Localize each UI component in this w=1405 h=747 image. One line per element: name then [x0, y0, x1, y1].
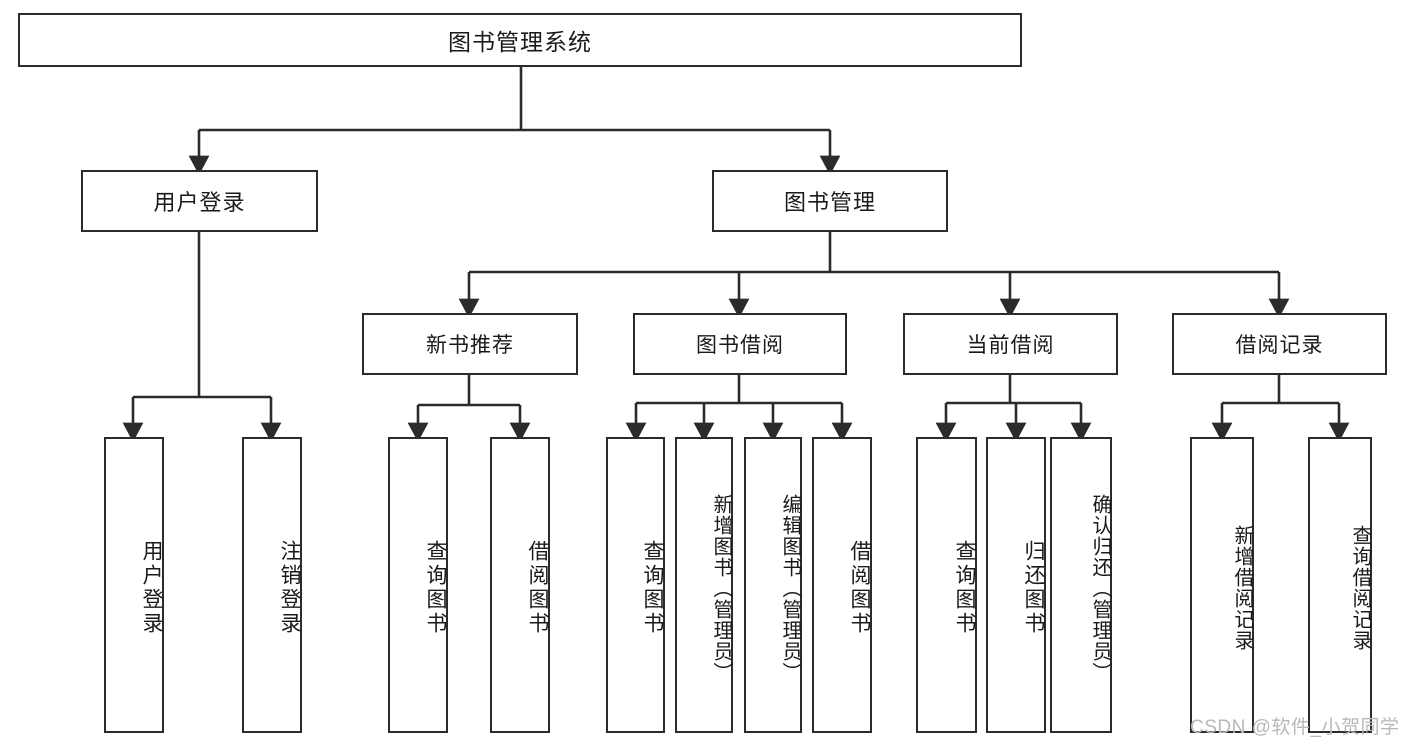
leaf-logout-login[interactable]: 注销登录	[242, 437, 302, 733]
leaf-user-login[interactable]: 用户登录	[104, 437, 164, 733]
leaf-query-book-borrow[interactable]: 查询图书	[606, 437, 665, 733]
leaf-add-borrow-record[interactable]: 新增借阅记录	[1190, 437, 1254, 733]
leaf-edit-book-admin[interactable]: 编辑图书（管理员）	[744, 437, 802, 733]
node-book-management[interactable]: 图书管理	[712, 170, 948, 232]
node-label: 借阅记录	[1235, 334, 1324, 357]
node-label: 图书管理系统	[448, 29, 592, 55]
leaf-query-borrow-record[interactable]: 查询借阅记录	[1308, 437, 1372, 733]
node-label: 编辑图书（管理员）	[779, 493, 801, 683]
node-label: 用户登录	[153, 190, 246, 215]
node-user-login[interactable]: 用户登录	[81, 170, 318, 232]
node-current-borrow[interactable]: 当前借阅	[903, 313, 1118, 375]
csdn-watermark: CSDN @软件_小贺同学	[1190, 717, 1400, 738]
node-book-borrow[interactable]: 图书借阅	[633, 313, 847, 375]
node-label: 查询图书	[641, 540, 664, 636]
node-label: 查询图书	[953, 540, 976, 636]
leaf-return-book[interactable]: 归还图书	[986, 437, 1046, 733]
leaf-confirm-return-admin[interactable]: 确认归还（管理员）	[1050, 437, 1112, 733]
node-label: 查询图书	[424, 540, 447, 636]
node-label: 用户登录	[140, 540, 163, 636]
leaf-borrow-book-recommend[interactable]: 借阅图书	[490, 437, 550, 733]
node-label: 当前借阅	[966, 334, 1055, 357]
node-label: 图书管理	[783, 190, 876, 215]
node-label: 归还图书	[1022, 540, 1045, 636]
leaf-query-book-recommend[interactable]: 查询图书	[388, 437, 448, 733]
leaf-borrow-book[interactable]: 借阅图书	[812, 437, 872, 733]
leaf-add-book-admin[interactable]: 新增图书（管理员）	[675, 437, 733, 733]
node-borrow-record[interactable]: 借阅记录	[1172, 313, 1387, 375]
node-label: 确认归还（管理员）	[1089, 493, 1111, 683]
node-root-system[interactable]: 图书管理系统	[18, 13, 1022, 67]
node-label: 新增图书（管理员）	[710, 493, 732, 683]
node-label: 借阅图书	[526, 540, 549, 636]
node-label: 借阅图书	[848, 540, 871, 636]
leaf-query-book-current[interactable]: 查询图书	[916, 437, 977, 733]
node-label: 新增借阅记录	[1231, 525, 1253, 651]
node-label: 新书推荐	[426, 334, 514, 357]
node-new-book-recommend[interactable]: 新书推荐	[362, 313, 578, 375]
node-label: 查询借阅记录	[1349, 525, 1371, 651]
node-label: 图书借阅	[696, 334, 784, 357]
node-label: 注销登录	[278, 540, 301, 636]
